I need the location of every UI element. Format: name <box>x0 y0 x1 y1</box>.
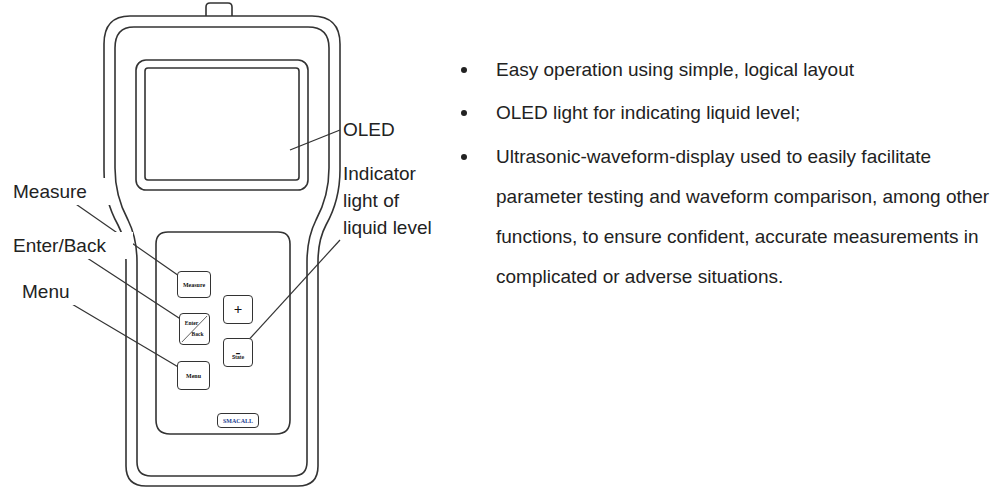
feature-bullet: Ultrasonic-waveform-display used to easi… <box>496 137 991 297</box>
keypad-button: Menu <box>177 361 210 390</box>
bullet <box>461 67 467 73</box>
housing-inner-line <box>115 27 329 476</box>
keypad-button: + <box>223 295 253 324</box>
button-label: SMACALL <box>223 418 253 424</box>
button-label: + <box>234 302 243 317</box>
keypad-button: EnterBack <box>179 313 210 345</box>
oled-screen-bezel <box>136 60 308 190</box>
callout-label: Measure <box>13 178 113 205</box>
feature-bullet: Easy operation using simple, logical lay… <box>496 50 991 90</box>
leader-line <box>290 130 340 150</box>
oled-screen <box>145 68 299 180</box>
keypad-button: Measure <box>177 271 211 298</box>
button-label: Enter <box>185 321 198 327</box>
button-label: Measure <box>183 282 205 288</box>
button-slash <box>180 314 209 344</box>
top-cap <box>206 3 232 16</box>
button-label: Menu <box>186 373 201 379</box>
bullet <box>461 154 467 160</box>
feature-bullet: OLED light for indicating liquid level; <box>496 93 991 133</box>
keypad-button: - <box>223 338 253 367</box>
callout-label: OLED <box>343 116 423 143</box>
callout-label: Enter/Back <box>13 232 133 259</box>
bullet <box>461 110 467 116</box>
callout-label: Indicator light of liquid level <box>343 160 439 241</box>
leader-line <box>245 240 340 344</box>
indicator-tag: State <box>232 354 252 360</box>
device-housing <box>104 16 340 486</box>
callout-label: Menu <box>22 278 102 305</box>
button-label: Back <box>192 332 204 338</box>
keypad-panel <box>156 232 290 434</box>
brand-logo: SMACALL <box>217 413 259 428</box>
leader-line <box>60 297 180 368</box>
